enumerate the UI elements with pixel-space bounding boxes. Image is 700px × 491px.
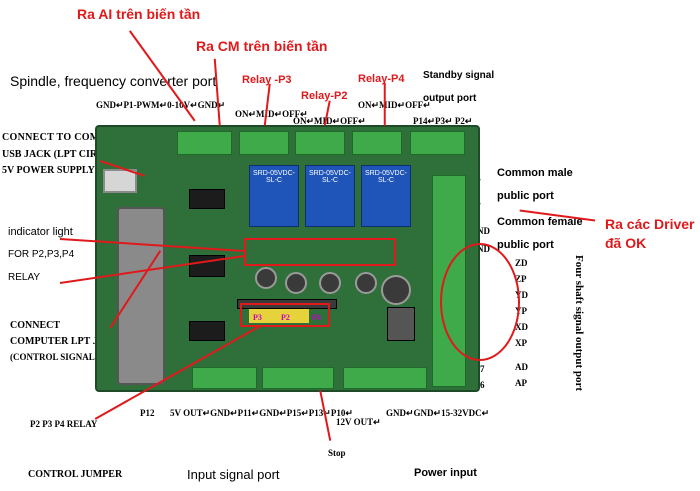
- jumper-p3: P3: [253, 313, 262, 322]
- relay-jumper-label: P2 P3 P4 RELAY: [30, 419, 98, 429]
- voltage-regulator: [387, 307, 415, 341]
- relay-p3-title: Relay -P3: [242, 74, 292, 86]
- jumper-p4: P4: [312, 313, 321, 322]
- bottom-power-pins-label: GND↵GND↵15-32VDC↵: [386, 408, 490, 418]
- right-axis-label: AD: [515, 362, 528, 372]
- bottom-p12-label: P12: [140, 408, 155, 418]
- connect-lpt-label-2: COMPUTER LPT JACK: [10, 336, 120, 347]
- jumper-p2: P2: [281, 313, 290, 322]
- relay-p2-title: Relay-P2: [301, 90, 348, 102]
- indicator-label-2: FOR P2,P3,P4: [8, 249, 75, 260]
- usb-jack: [103, 169, 137, 193]
- indicator-light-highlight: [244, 238, 396, 266]
- right-axis-label: XD: [515, 322, 528, 332]
- bottom-input-pins-label: 5V OUT↵GND↵P11↵GND↵P15↵P13↵P10↵: [170, 408, 353, 418]
- driver-output-highlight: [440, 243, 520, 361]
- db25-lpt-port: [117, 207, 165, 385]
- relay-p2-terminal: [295, 131, 345, 155]
- indicator-label-3: RELAY: [8, 272, 41, 283]
- four-shaft-label: Four shaft signal output port: [573, 255, 585, 392]
- bottom-terminal-left: [192, 367, 257, 389]
- common-female-label-2: public port: [497, 239, 554, 251]
- common-male-label-2: public port: [497, 190, 554, 202]
- spindle-pins-label: GND↵P1-PWM↵0-10V↵GND↵: [96, 100, 226, 110]
- standby-label-2: output port: [423, 93, 477, 104]
- capacitor-large: [381, 275, 411, 305]
- annotation-line: [214, 58, 221, 126]
- ic-chip-3: [189, 321, 225, 341]
- relay-p3-terminal: [239, 131, 289, 155]
- connect-lpt-label-3: (CONTROL SIGNAL): [10, 352, 98, 362]
- driver-label-1: Ra các Driver: [605, 216, 695, 232]
- input-signal-label: Input signal port: [187, 467, 280, 482]
- right-axis-label: AP: [515, 378, 527, 388]
- power-input-label: Power input: [414, 467, 477, 479]
- bottom-terminal-mid: [262, 367, 334, 389]
- annotation-line: [384, 82, 386, 126]
- jumper-highlight: [240, 303, 330, 327]
- right-axis-label: ZD: [515, 258, 528, 268]
- bottom-terminal-power: [343, 367, 427, 389]
- capacitor-1: [255, 267, 277, 289]
- right-axis-label: XP: [515, 338, 527, 348]
- relay-p2: SRD-05VDC-SL-C: [305, 165, 355, 227]
- bottom-12v-label: 12V OUT↵: [336, 417, 381, 427]
- capacitor-4: [355, 272, 377, 294]
- right-pin-label: GND: [470, 226, 490, 236]
- relay-p4-terminal: [352, 131, 402, 155]
- relay-p4-title: Relay-P4: [358, 73, 405, 85]
- spindle-terminal-block: [177, 131, 232, 155]
- ic-chip-1: [189, 189, 225, 209]
- relay-p3: SRD-05VDC-SL-C: [249, 165, 299, 227]
- standby-terminal: [410, 131, 465, 155]
- relay-p4-pins-label: ON↵MID↵OFF↵: [358, 100, 431, 110]
- stop-label: Stop: [328, 448, 346, 458]
- spindle-port-label: Spindle, frequency converter port: [10, 73, 217, 89]
- right-axis-label: ZP: [515, 274, 527, 284]
- indicator-label-1: indicator light: [8, 226, 73, 238]
- standby-label-1: Standby signal: [423, 70, 495, 81]
- connect-usb-label-2: USB JACK (LPT CIRCUIT: [2, 149, 123, 160]
- standby-pins-label: P14↵P3↵ P2↵: [413, 116, 473, 126]
- capacitor-3: [319, 272, 341, 294]
- title-cm-output: Ra CM trên biến tần: [196, 38, 328, 54]
- jumper-block[interactable]: [249, 309, 309, 323]
- capacitor-2: [285, 272, 307, 294]
- title-ai-output: Ra AI trên biến tần: [77, 6, 201, 22]
- connect-usb-label-3: 5V POWER SUPPLY): [2, 165, 99, 176]
- driver-label-2: đã OK: [605, 235, 647, 251]
- relay-p4: SRD-05VDC-SL-C: [361, 165, 411, 227]
- control-jumper-label: CONTROL JUMPER: [28, 469, 123, 480]
- connect-lpt-label-1: CONNECT: [10, 320, 61, 331]
- connect-usb-label-1: CONNECT TO COMPUTER: [2, 132, 135, 143]
- common-male-label-1: Common male: [497, 167, 573, 179]
- common-female-label-1: Common female: [497, 216, 583, 228]
- relay-p3-pins-label: ON↵MID↵OFF↵: [235, 109, 308, 119]
- right-axis-label: YP: [515, 306, 527, 316]
- relay-p2-pins-label: ON↵MID↵OFF↵: [293, 116, 366, 126]
- right-axis-label: YD: [515, 290, 528, 300]
